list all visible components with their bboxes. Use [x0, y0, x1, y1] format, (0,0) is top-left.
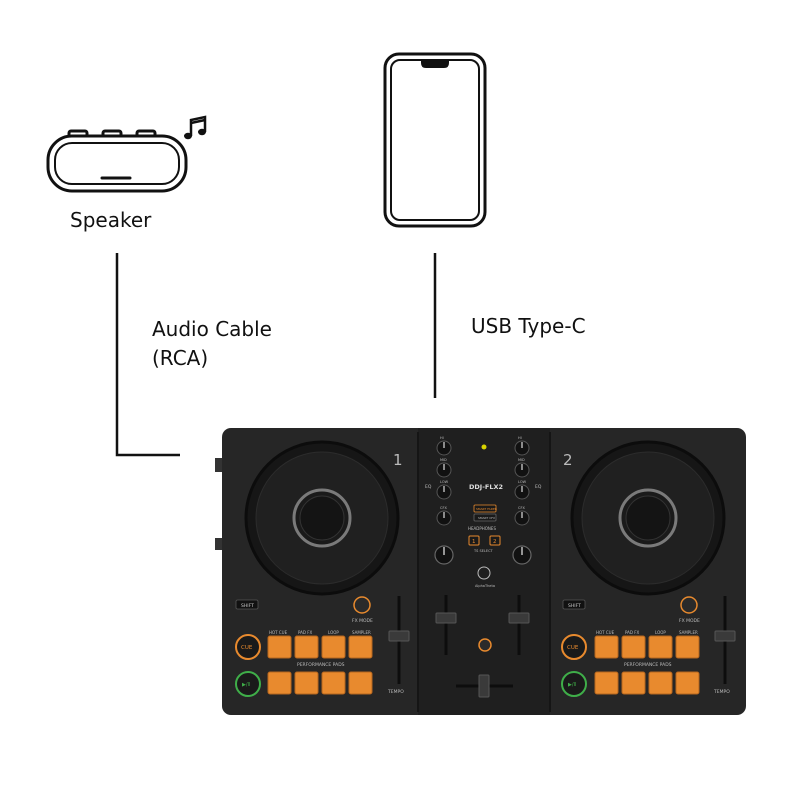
svg-text:SHIFT: SHIFT [568, 603, 581, 609]
fx-mode-label-right: FX MODE [679, 618, 700, 624]
performance-pad[interactable] [649, 672, 672, 694]
headphone-cue-button-1[interactable]: 1 [469, 536, 479, 545]
headphones-label: HEADPHONES [468, 526, 496, 531]
svg-text:LOW: LOW [518, 480, 527, 484]
deck-number-left: 1 [393, 451, 403, 469]
performance-pad[interactable] [622, 672, 645, 694]
performance-pad[interactable] [295, 636, 318, 658]
smart-fader-button[interactable]: SMART FADER [474, 505, 497, 512]
shift-button-left[interactable]: SHIFT [236, 600, 258, 609]
power-led [482, 445, 487, 450]
performance-pad[interactable] [349, 672, 372, 694]
svg-text:LOW: LOW [440, 480, 449, 484]
svg-text:CFX: CFX [518, 506, 525, 510]
svg-text:▶/II: ▶/II [242, 682, 250, 688]
jog-wheel-right[interactable] [572, 442, 724, 594]
cue-button-left[interactable]: CUE [236, 635, 260, 659]
svg-text:SMART CFX: SMART CFX [478, 516, 495, 520]
headphone-cue-button-2[interactable]: 2 [490, 536, 500, 545]
svg-text:SAMPLER: SAMPLER [352, 630, 371, 635]
svg-text:▶/II: ▶/II [568, 682, 576, 688]
deck-number-right: 2 [563, 451, 573, 469]
svg-text:HOT CUE: HOT CUE [596, 630, 615, 635]
performance-pad[interactable] [595, 672, 618, 694]
svg-text:SAMPLER: SAMPLER [679, 630, 698, 635]
svg-text:1: 1 [472, 539, 476, 545]
play-pause-button-right[interactable]: ▶/II [562, 672, 586, 696]
eq-side-label-left: EQ [425, 484, 432, 490]
master-cue-button[interactable] [479, 639, 491, 651]
cue-button-right[interactable]: CUE [562, 635, 586, 659]
performance-pad[interactable] [649, 636, 672, 658]
tempo-label-left: TEMPO [387, 689, 404, 695]
performance-pad[interactable] [595, 636, 618, 658]
performance-pad[interactable] [322, 636, 345, 658]
svg-text:MID: MID [440, 458, 447, 462]
svg-text:HI: HI [440, 436, 444, 440]
jog-wheel-left[interactable] [246, 442, 398, 594]
svg-text:2: 2 [493, 539, 497, 545]
performance-pads-label-right: PERFORMANCE PADS [624, 662, 672, 668]
svg-text:MID: MID [518, 458, 525, 462]
performance-pad[interactable] [268, 636, 291, 658]
svg-text:LOOP: LOOP [655, 630, 666, 635]
performance-pad[interactable] [676, 672, 699, 694]
svg-text:SMART FADER: SMART FADER [476, 507, 497, 511]
svg-text:SHIFT: SHIFT [241, 603, 254, 609]
filter-knob-l[interactable] [435, 546, 453, 564]
ts-select-label: TS SELECT [473, 549, 494, 553]
performance-pad[interactable] [349, 636, 372, 658]
svg-text:LOOP: LOOP [328, 630, 339, 635]
performance-pad[interactable] [322, 672, 345, 694]
svg-text:CFX: CFX [440, 506, 447, 510]
performance-pad[interactable] [676, 636, 699, 658]
svg-text:PAD FX: PAD FX [298, 630, 313, 635]
performance-pad[interactable] [622, 636, 645, 658]
performance-pads-label-left: PERFORMANCE PADS [297, 662, 345, 668]
performance-pad[interactable] [295, 672, 318, 694]
fx-mode-label-left: FX MODE [352, 618, 373, 624]
svg-text:HOT CUE: HOT CUE [269, 630, 288, 635]
shift-button-right[interactable]: SHIFT [563, 600, 585, 609]
eq-side-label-right: EQ [535, 484, 542, 490]
play-pause-button-left[interactable]: ▶/II [236, 672, 260, 696]
smart-cfx-button[interactable]: SMART CFX [474, 514, 496, 521]
svg-text:CUE: CUE [241, 645, 253, 651]
svg-text:PAD FX: PAD FX [625, 630, 640, 635]
tempo-label-right: TEMPO [713, 689, 730, 695]
model-name: DDJ-FLX2 [469, 483, 503, 491]
brand-name: AlphaTheta [475, 584, 495, 588]
performance-pad[interactable] [268, 672, 291, 694]
svg-text:CUE: CUE [567, 645, 579, 651]
filter-knob-r[interactable] [513, 546, 531, 564]
beat-sync-button-left[interactable] [354, 597, 370, 613]
svg-text:HI: HI [518, 436, 522, 440]
beat-sync-button-right[interactable] [681, 597, 697, 613]
